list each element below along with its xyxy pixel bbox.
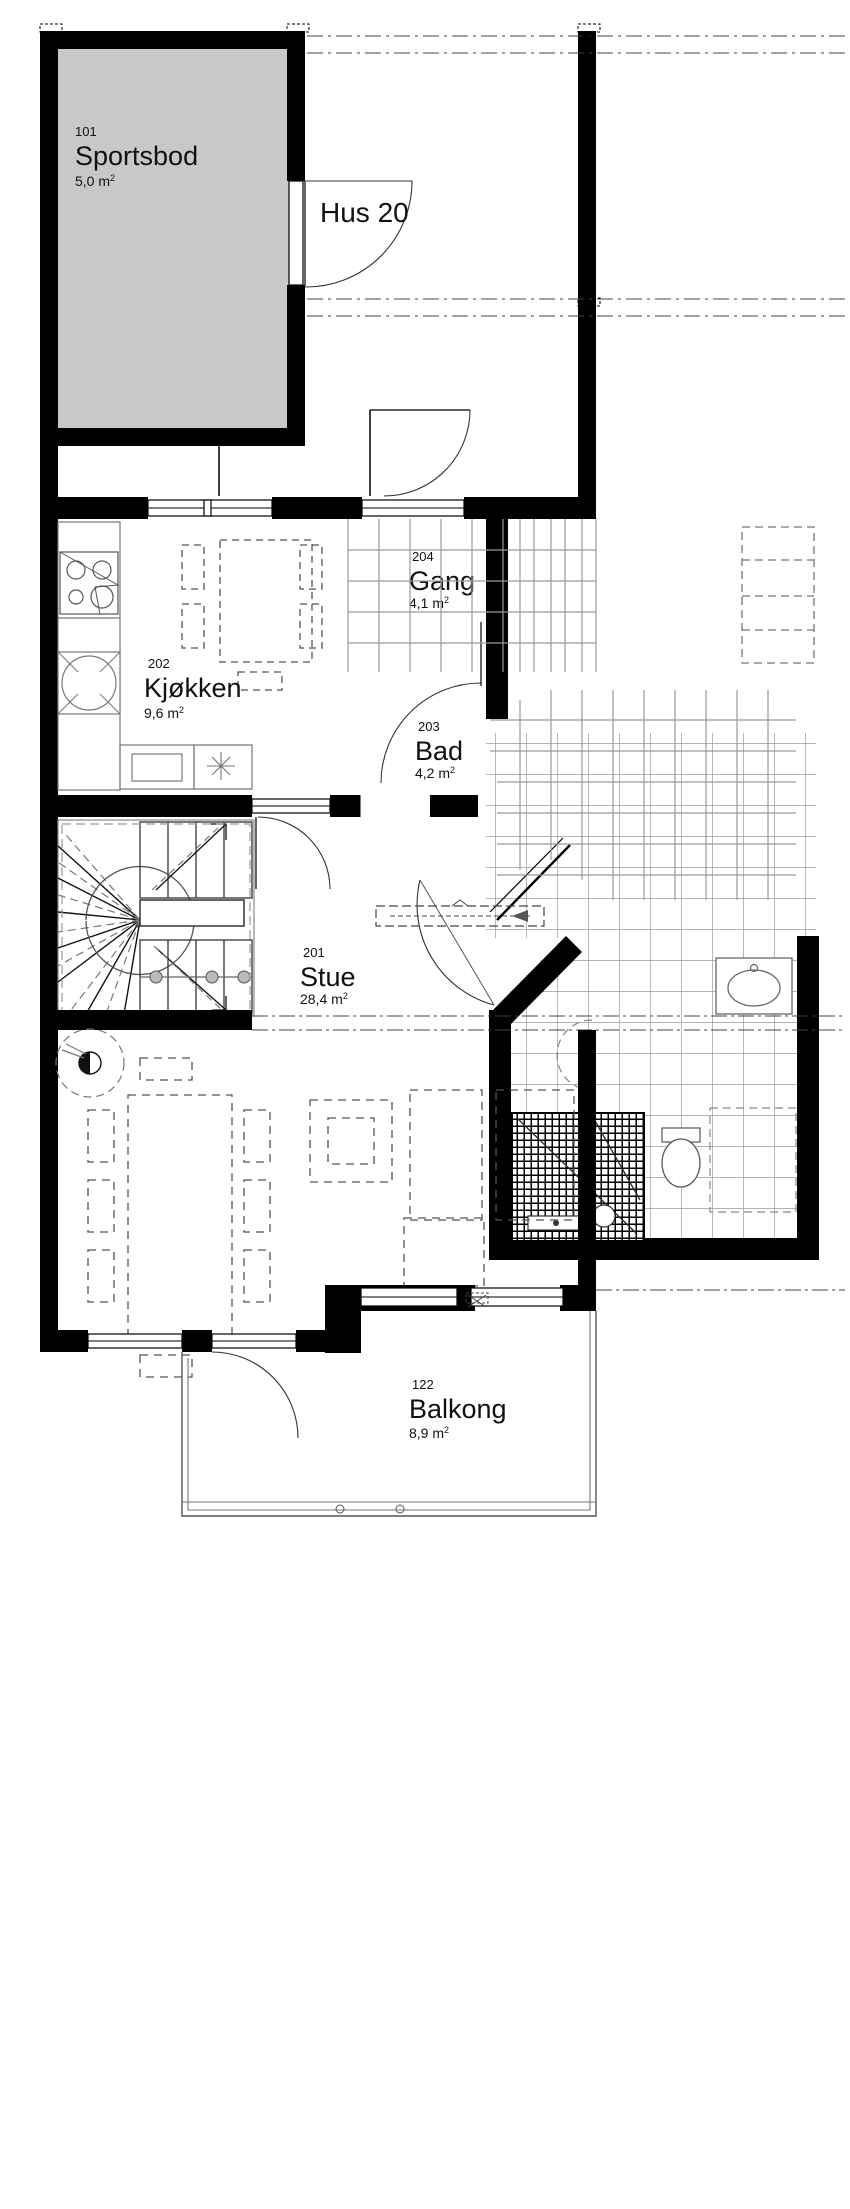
upper-right-corner-ticks (577, 23, 601, 315)
sportsbod-name: Sportsbod (75, 141, 198, 171)
room-gang: 204 Gang 4,1 m2 (380, 519, 816, 938)
projection-1020 (252, 1015, 845, 1031)
kitchen-table-furniture (181, 539, 323, 691)
projection-lines-top (307, 35, 845, 317)
cooktop-icon (59, 551, 120, 615)
upper-wall-right (578, 31, 596, 446)
room-stue: 201 Stue 28,4 m2 (40, 816, 845, 1439)
wall-795-mid (330, 795, 360, 817)
stue-wall-right-lower (578, 1030, 596, 1310)
room-balkong: 122 Balkong 8,9 m2 (181, 1285, 597, 1517)
room-sportsbod: 101 Sportsbod 5,0 m2 (39, 23, 413, 446)
gang-right-tiles (519, 519, 583, 672)
stue-wall-left-lower (40, 1030, 58, 1330)
bod-corner-ticks (39, 23, 310, 48)
ceiling-fixture-icon (55, 1028, 125, 1098)
toilet-icon (661, 1127, 701, 1188)
entry-wall-left (40, 446, 58, 506)
entry-wall-right (578, 446, 596, 506)
bad-wall-right (797, 936, 819, 1256)
sink-icon (57, 651, 121, 715)
house-label: Hus 20 (320, 197, 409, 228)
dining-furniture (87, 1057, 271, 1378)
bod-wall-bottom (40, 428, 305, 446)
kjokken-area: 9,6 m2 (144, 705, 184, 721)
gang-tile-lines (347, 519, 597, 672)
sink-bad-icon (715, 957, 793, 1015)
balkong-number: 122 (412, 1377, 434, 1392)
gang-door-swing (380, 622, 482, 784)
balkong-window-left (360, 1287, 458, 1307)
window-bottom-left (87, 1333, 183, 1349)
sportsbod-door (288, 180, 413, 288)
staircase (57, 819, 255, 1017)
stue-door-swing (255, 816, 331, 890)
balkong-outline (181, 1311, 597, 1517)
upper-house-outline: Hus 20 (307, 23, 845, 446)
kjokken-name: Kjøkken (144, 673, 242, 703)
stue-dashdot-band (375, 899, 545, 927)
sportsbod-number: 101 (75, 124, 97, 139)
entry-section (40, 409, 596, 506)
stair-landing (139, 899, 245, 927)
gang-tile-floor (486, 733, 816, 938)
kjokken-wall-left (40, 519, 58, 799)
bad-name: Bad (415, 736, 463, 766)
window-gang-top (361, 499, 465, 517)
bad-dashed-fixtures (556, 1019, 797, 1213)
wall-795-left (40, 795, 252, 817)
wall-band-795 (40, 795, 478, 817)
stue-number: 201 (303, 945, 325, 960)
gang-wall-left-upper (486, 519, 508, 719)
gang-number: 204 (412, 549, 434, 564)
balkong-area: 8,9 m2 (409, 1425, 449, 1441)
sportsbod-area: 5,0 m2 (75, 173, 115, 189)
bod-wall-top (40, 31, 305, 49)
wall-1330-right (296, 1330, 332, 1352)
bad-number: 203 (418, 719, 440, 734)
kitchen-lower-units (119, 744, 253, 790)
bad-angled-wall (493, 936, 582, 1026)
bad-wall-left (489, 1010, 511, 1250)
bod-wall-right-lower (287, 285, 305, 446)
wall-band-497 (40, 497, 596, 519)
wall-497-left (40, 497, 148, 519)
gang-closet-outline (741, 526, 815, 664)
stue-name: Stue (300, 962, 356, 992)
wall-1330-mid (182, 1330, 212, 1352)
entry-door-swing (383, 409, 471, 497)
stue-area: 28,4 m2 (300, 991, 348, 1007)
wall-497-mid (272, 497, 362, 519)
window-mid (251, 798, 331, 814)
kjokken-number: 202 (148, 656, 170, 671)
bod-wall-right-upper (287, 31, 305, 181)
bad-wall-bottom (489, 1238, 819, 1260)
balcony-door-stue (211, 1333, 299, 1439)
bad-tile-lines (490, 690, 796, 900)
sportsbod-fill (47, 38, 297, 428)
wall-795-right (430, 795, 478, 817)
balkong-corner-tick (465, 1292, 489, 1308)
balkong-wall-step-right (560, 1285, 596, 1311)
gang-area: 4,1 m2 (409, 595, 449, 611)
wall-497-right (464, 497, 596, 519)
balkong-name: Balkong (409, 1394, 507, 1424)
window-kjokken-top (147, 499, 273, 517)
balkong-mullion (457, 1285, 471, 1311)
wall-1010 (40, 1010, 252, 1030)
bad-area: 4,2 m2 (415, 765, 455, 781)
bod-wall-left (40, 31, 58, 446)
room-kjokken: 202 Kjøkken 9,6 m2 (40, 519, 323, 799)
wall-1330-left (40, 1330, 88, 1352)
